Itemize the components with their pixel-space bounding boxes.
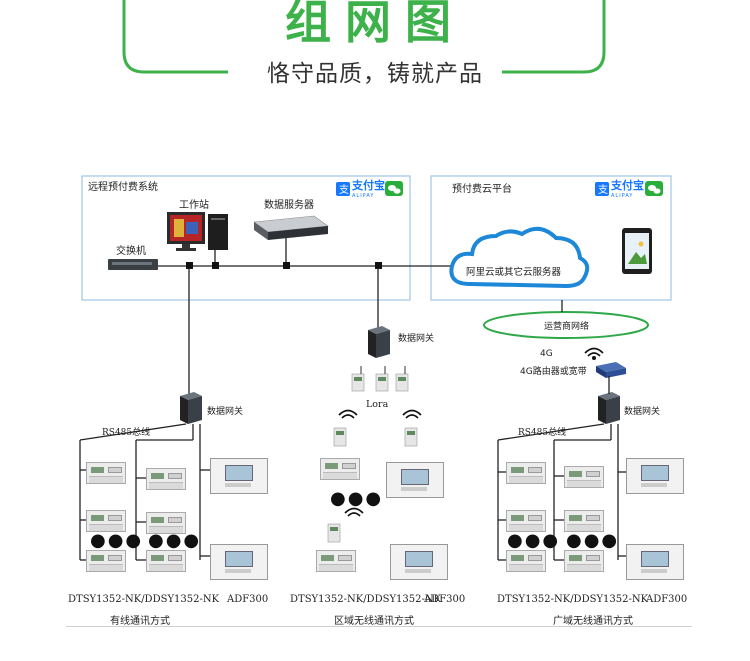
router-wifi-icon (584, 347, 604, 360)
svg-text:支: 支 (598, 184, 608, 196)
right-bus-label: RS485总线 (518, 428, 567, 438)
lora-gateway-device (368, 326, 390, 358)
left-bus-label: RS485总线 (102, 428, 151, 438)
remote-system-box (81, 175, 411, 301)
operator-network-label: 运营商网络 (544, 322, 590, 332)
right-adf-label: ADF300 (646, 594, 688, 605)
svg-text:支: 支 (339, 184, 349, 196)
cloud-platform-box (430, 175, 672, 301)
din-meter (320, 458, 360, 480)
header-frame (122, 0, 606, 74)
left-gateway-device (180, 392, 202, 424)
din-meter (86, 550, 126, 572)
left-dots-2: ●●● (148, 530, 202, 551)
left-adf-label: ADF300 (227, 594, 269, 605)
din-meter (146, 550, 186, 572)
din-meter (506, 510, 546, 532)
right-dots-2: ●●● (566, 530, 620, 551)
operator-network-oval (483, 311, 649, 339)
din-meter (316, 550, 356, 572)
mid-adf-label: ADF300 (424, 594, 466, 605)
left-gateway-label: 数据网关 (207, 407, 244, 417)
wifi-icon-meter-left (338, 409, 358, 419)
workstation-device (167, 212, 228, 251)
cloud-shape (449, 226, 590, 289)
adf300-panel (386, 462, 444, 498)
adf300-panel (210, 544, 268, 580)
tablet-device (622, 228, 652, 274)
alipay-text-left: 支付宝 ALIPAY (352, 179, 385, 199)
din-meter (564, 466, 604, 488)
page-subtitle: 恪守品质，铸就产品 (267, 61, 483, 87)
wide-label: 广域无线通讯方式 (553, 616, 633, 627)
cloud-label: 阿里云或其它云服务器 (466, 267, 562, 278)
lora-gateway-label: 数据网关 (398, 334, 435, 344)
din-meter (564, 550, 604, 572)
switch-device (108, 259, 158, 270)
lora-label: Lora (366, 399, 389, 410)
data-server-device (253, 215, 329, 240)
wifi-icon-meter-bottom (344, 507, 364, 517)
wechat-logo-left (385, 181, 403, 196)
label-4g: 4G (540, 349, 553, 359)
din-meter (564, 510, 604, 532)
page-title: 组网图 (285, 0, 465, 49)
left-meter-models: DTSY1352-NK/DDSY1352-NK (68, 594, 220, 605)
mid-meter-models: DTSY1352-NK/DDSY1352-NK (290, 594, 442, 605)
adf300-panel (626, 544, 684, 580)
mid-dots: ●●● (330, 488, 384, 509)
din-meter (86, 462, 126, 484)
bottom-divider (66, 626, 692, 627)
lora-meters (351, 366, 409, 392)
wechat-logo-right (645, 181, 663, 196)
left-dots-1: ●●● (90, 530, 144, 551)
din-meter (506, 462, 546, 484)
right-dots-1: ●●● (507, 530, 561, 551)
switch-label: 交换机 (116, 246, 146, 257)
alipay-logo-left: 支 (336, 182, 350, 196)
wifi-icon-meter-right (402, 409, 422, 419)
mid-small-meter-bottom (327, 523, 341, 543)
adf300-panel (390, 544, 448, 580)
right-meter-models: DTSY1352-NK/DDSY1352-NK (497, 594, 649, 605)
mid-small-meter-right (404, 427, 418, 447)
right-gateway-device (598, 392, 620, 424)
router-label: 4G路由器或宽带 (520, 367, 587, 377)
right-gateway-label: 数据网关 (624, 407, 661, 417)
workstation-label: 工作站 (179, 200, 209, 211)
din-meter (146, 468, 186, 490)
data-server-label: 数据服务器 (264, 200, 314, 211)
wired-label: 有线通讯方式 (110, 616, 170, 627)
adf300-panel (626, 458, 684, 494)
router-device (596, 362, 626, 378)
alipay-logo-right: 支 (595, 182, 609, 196)
din-meter (86, 510, 126, 532)
regional-label: 区域无线通讯方式 (334, 616, 414, 627)
remote-system-title: 远程预付费系统 (88, 182, 158, 193)
din-meter (506, 550, 546, 572)
cloud-platform-title: 预付费云平台 (452, 184, 512, 195)
adf300-panel (210, 458, 268, 494)
alipay-text-right: 支付宝 ALIPAY (611, 179, 644, 199)
din-meter (146, 512, 186, 534)
mid-small-meter-top (333, 427, 347, 447)
